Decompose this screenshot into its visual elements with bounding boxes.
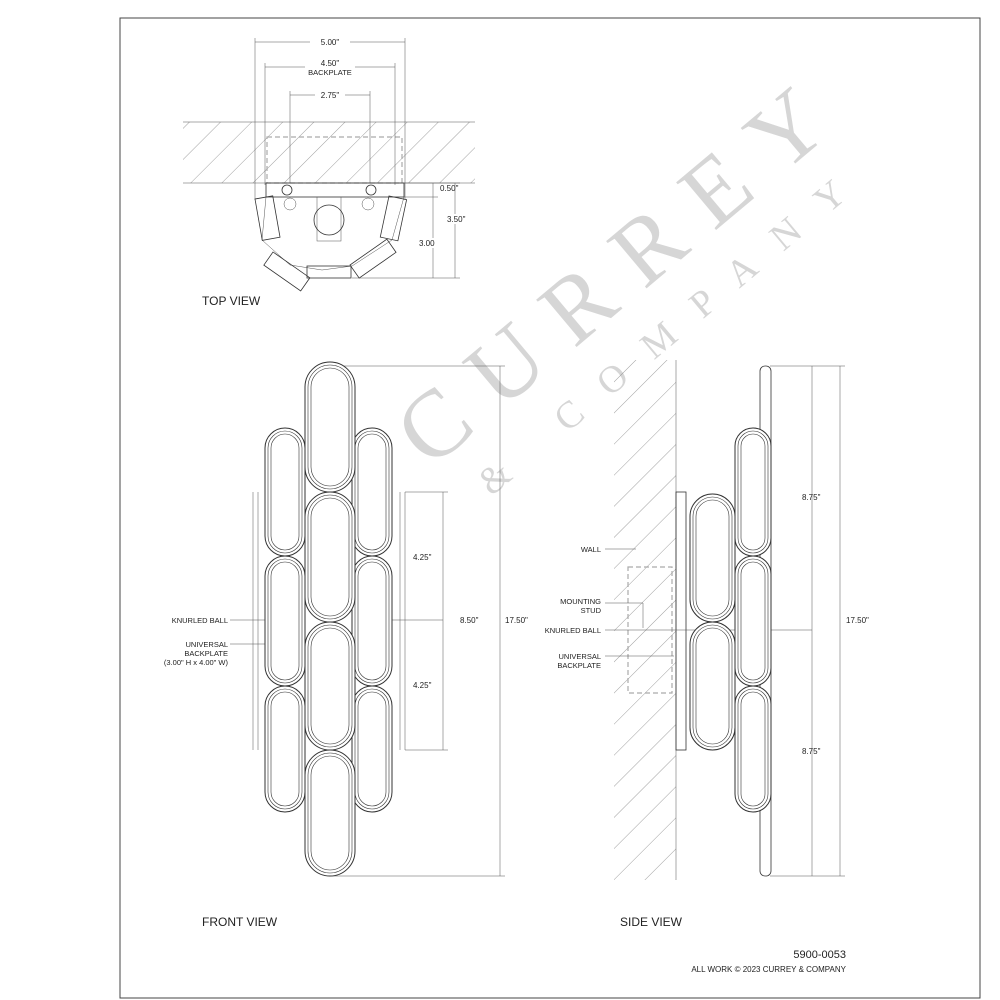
part-number: 5900-0053	[793, 949, 846, 961]
wall-hatch	[614, 360, 676, 880]
front-view: 4.25" 4.25" 8.50" 17.50" KNURLED BALL UN…	[164, 361, 528, 929]
dim-backplate-span: 8.50"	[460, 616, 479, 625]
front-view-title: FRONT VIEW	[202, 915, 278, 929]
dim-backplate-depth: 0.50"	[440, 184, 459, 193]
chain-link	[734, 427, 772, 557]
top-view-title: TOP VIEW	[202, 294, 261, 308]
dim-front-height: 17.50"	[505, 616, 528, 625]
label-stud-1: MOUNTING	[560, 597, 601, 606]
dim-stud-spacing: 2.75"	[321, 91, 340, 100]
label-wall: WALL	[581, 545, 601, 554]
dim-backplate-width: 4.50"	[321, 59, 340, 68]
dim-overall-width: 5.00"	[321, 38, 340, 47]
sheet-border	[119, 17, 981, 999]
chain-link	[351, 555, 393, 687]
wall-hatch	[183, 122, 475, 183]
side-view: 8.75" 8.75" 17.50" WALL MOUNTING STUD KN…	[545, 360, 869, 929]
label-side-backplate-2: BACKPLATE	[557, 661, 601, 670]
chain-link	[689, 621, 736, 751]
dim-front-lower: 4.25"	[413, 681, 432, 690]
dim-side-height: 17.50"	[846, 616, 869, 625]
label-knurled-ball: KNURLED BALL	[172, 616, 228, 625]
top-view: 5.00" 4.50" BACKPLATE 2.75" 0.50" 3.00 3…	[183, 37, 475, 308]
dim-side-lower: 8.75"	[802, 747, 821, 756]
label-side-knurled-ball: KNURLED BALL	[545, 626, 601, 635]
chain-link	[264, 555, 306, 687]
chain-link	[304, 491, 356, 623]
copyright: ALL WORK © 2023 CURREY & COMPANY	[691, 965, 846, 974]
chain-link	[351, 685, 393, 813]
dim-side-upper: 8.75"	[802, 493, 821, 502]
side-backplate	[675, 491, 687, 751]
chain-link	[304, 621, 356, 751]
label-backplate-3: (3.00" H x 4.00" W)	[164, 658, 229, 667]
canopy	[313, 204, 345, 236]
dim-backplate-label: BACKPLATE	[308, 68, 352, 77]
label-stud-2: STUD	[581, 606, 602, 615]
dim-front-upper: 4.25"	[413, 553, 432, 562]
side-view-title: SIDE VIEW	[620, 915, 683, 929]
chain-link	[304, 361, 356, 493]
chain-link	[689, 493, 736, 623]
chain-link	[734, 685, 772, 813]
chain-link	[264, 685, 306, 813]
chain-link	[264, 427, 306, 557]
label-backplate-1: UNIVERSAL	[185, 640, 228, 649]
chain-link	[351, 427, 393, 557]
label-backplate-2: BACKPLATE	[184, 649, 228, 658]
label-side-backplate-1: UNIVERSAL	[558, 652, 601, 661]
dim-overall-depth: 3.50"	[447, 215, 466, 224]
dim-depth: 3.00	[419, 239, 435, 248]
chain-link	[304, 749, 356, 877]
chain-link	[734, 555, 772, 687]
